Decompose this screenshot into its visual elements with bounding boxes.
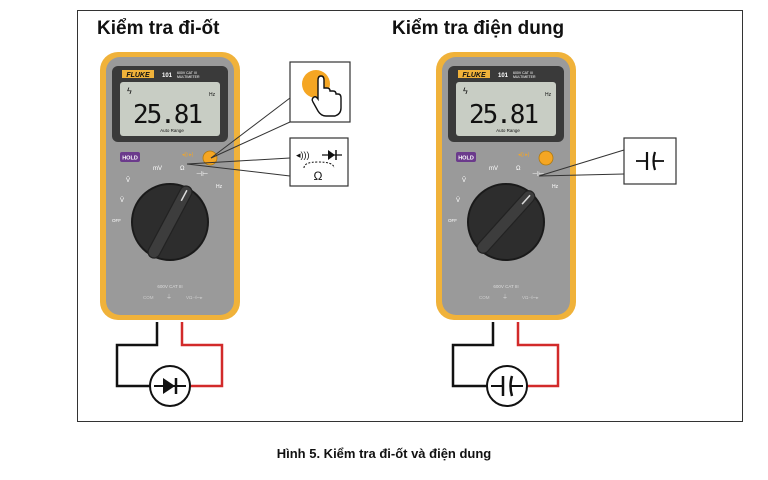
function-yellow-button[interactable]	[202, 150, 218, 166]
ground-icon: ⏚	[502, 294, 508, 301]
terminal-v-label: VΩ⊣⊢▸	[522, 294, 539, 300]
model-type: MULTIMETER	[513, 75, 536, 79]
model-type: MULTIMETER	[177, 75, 200, 79]
dial-label-ohm: Ω	[180, 166, 185, 172]
red-lead	[180, 322, 224, 388]
function-yellow-button[interactable]	[538, 150, 554, 166]
figure-caption: Hình 5. Kiểm tra đi-ốt và điện dung	[276, 446, 492, 461]
dial-label-capacitor: ⊣⊢	[196, 171, 208, 178]
ohm-icon: Ω	[314, 169, 323, 183]
dial-label-v-ac: Ṽ	[462, 177, 466, 184]
diode-symbol-small: ◂)) ▸|	[518, 152, 529, 158]
model-number: 101	[498, 73, 509, 79]
callout-capacitor-mode	[538, 137, 677, 185]
callout-diode-mode: ◂))) Ω	[186, 137, 349, 187]
model-rating: 600V CAT III	[513, 71, 533, 75]
lcd-screen	[120, 82, 220, 136]
dial-label-v-dc: V̄	[456, 197, 460, 204]
red-lead	[516, 322, 560, 388]
multimeter-capacitance-test: FLUKE 101 600V CAT III MULTIMETER ϟ 25.8…	[436, 52, 576, 320]
model-rating: 600V CAT III	[177, 71, 197, 75]
test-leads-diode	[115, 322, 224, 388]
lcd-unit: Hz	[209, 92, 216, 98]
diode-component	[149, 365, 191, 407]
lcd-reading: 25.81	[469, 100, 539, 130]
dial-pointer	[147, 185, 193, 259]
dial-label-off: OFF	[112, 218, 121, 223]
callout-yellow-button	[210, 61, 351, 159]
black-lead	[451, 322, 495, 388]
cat-rating-label: 600V CAT III	[157, 284, 182, 289]
lcd-screen	[456, 82, 556, 136]
hold-label: HOLD	[458, 156, 474, 162]
ground-icon: ⏚	[166, 294, 172, 301]
dial-indicator	[521, 194, 531, 205]
auto-range-label: Auto Range	[160, 128, 184, 133]
lightning-icon: ϟ	[127, 86, 132, 96]
hold-label: HOLD	[122, 156, 138, 162]
dial-label-hz: Hz	[216, 184, 223, 190]
dial-label-v-ac: Ṽ	[126, 177, 130, 184]
model-number: 101	[162, 73, 173, 79]
mode-cycle-arc	[303, 161, 335, 169]
dial-label-hz: Hz	[552, 184, 559, 190]
lcd-unit: Hz	[545, 92, 552, 98]
terminal-com-label: COM	[479, 295, 490, 300]
hold-button[interactable]	[456, 152, 476, 162]
panel-title-diode: Kiểm tra đi-ốt	[97, 18, 220, 39]
capacitor-component	[486, 365, 528, 407]
panel-title-capacitance: Kiểm tra điện dung	[392, 18, 565, 39]
dial-label-mv: mV	[153, 166, 162, 172]
dial-label-off: OFF	[448, 218, 457, 223]
dial-label-mv: mV	[489, 166, 498, 172]
hold-button[interactable]	[120, 152, 140, 162]
dial-label-v-dc: V̄	[120, 197, 124, 204]
brand-logo: FLUKE	[126, 72, 150, 79]
capacitor-circle	[486, 365, 528, 407]
terminal-com-label: COM	[143, 295, 154, 300]
diode-symbol-small: ◂)) ▸|	[182, 152, 193, 158]
continuity-icon: ◂)))	[296, 150, 310, 160]
dial-label-ohm: Ω	[516, 166, 521, 172]
brand-logo: FLUKE	[462, 72, 486, 79]
terminal-v-label: VΩ⊣⊢▸	[186, 294, 203, 300]
brand-badge	[122, 70, 154, 78]
dial-pointer	[476, 190, 536, 254]
diode-mode-icon	[328, 150, 335, 160]
diode-icon	[163, 378, 175, 394]
lightning-icon: ϟ	[463, 86, 468, 96]
black-lead	[115, 322, 159, 388]
cat-rating-label: 600V CAT III	[493, 284, 518, 289]
brand-badge	[458, 70, 490, 78]
test-leads-capacitance	[451, 322, 560, 388]
lcd-reading: 25.81	[133, 100, 203, 130]
dial-label-capacitor: ⊣⊢	[532, 171, 544, 178]
auto-range-label: Auto Range	[496, 128, 520, 133]
dial-indicator	[180, 189, 188, 202]
multimeter-diode-test: FLUKE 101 600V CAT III MULTIMETER ϟ 25.8…	[100, 52, 240, 320]
callout-box-capacitor	[623, 137, 677, 185]
finger-press-icon	[311, 75, 342, 117]
